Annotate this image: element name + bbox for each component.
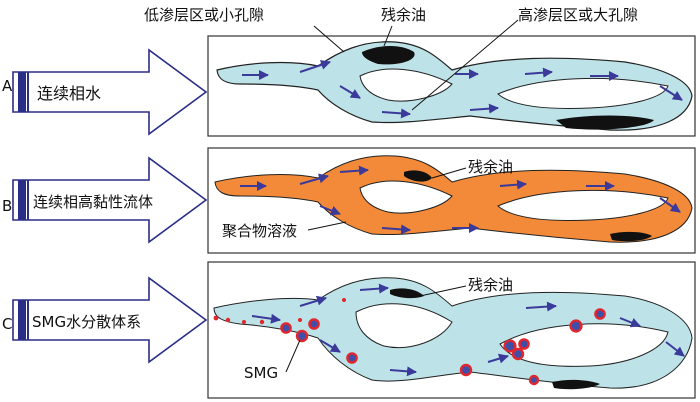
residual-oil-blob-b2 bbox=[610, 231, 652, 242]
residual-oil-blob-a bbox=[362, 46, 415, 65]
grain-a-2 bbox=[497, 77, 669, 109]
flow-arrows-a bbox=[242, 60, 683, 119]
leader-smg bbox=[285, 339, 301, 373]
arrow-bar-c bbox=[18, 300, 26, 340]
flow-arrows-c bbox=[251, 283, 685, 377]
label-residual-oil-c: 残余油 bbox=[468, 276, 513, 294]
row-letter-a: A bbox=[2, 77, 13, 95]
flow-arrows-b bbox=[240, 165, 681, 235]
label-low-perm: 低渗层区或小孔隙 bbox=[144, 6, 264, 24]
arrow-label-c: SMG水分散体系 bbox=[32, 313, 141, 331]
label-residual-oil-a: 残余油 bbox=[381, 6, 426, 24]
leader-high-perm bbox=[411, 19, 519, 111]
leader-residual-oil-b bbox=[431, 167, 467, 179]
grain-b-2 bbox=[497, 189, 669, 221]
leader-residual-oil-c bbox=[419, 285, 467, 297]
leader-polymer-solution bbox=[307, 221, 347, 231]
arrow-label-a: 连续相水 bbox=[37, 84, 101, 103]
arrow-bar-a bbox=[18, 72, 26, 112]
grain-c-2 bbox=[499, 323, 669, 367]
arrow-label-b: 连续相高黏性流体 bbox=[33, 193, 153, 211]
row-b: B 连续相高黏性流体 残余油 bbox=[2, 147, 696, 254]
residual-oil-blob-b bbox=[404, 170, 432, 182]
residual-oil-blob-c bbox=[390, 288, 424, 299]
residual-oil-blob-a2 bbox=[556, 115, 654, 130]
label-polymer-solution: 聚合物溶液 bbox=[222, 222, 297, 240]
residual-oil-blob-c2 bbox=[552, 379, 600, 390]
smg-particles bbox=[213, 298, 606, 386]
smg-cluster bbox=[280, 308, 606, 386]
row-letter-c: C bbox=[2, 315, 12, 333]
leader-low-perm bbox=[313, 25, 345, 53]
label-smg: SMG bbox=[244, 364, 278, 382]
arrow-bar-b bbox=[18, 180, 26, 220]
grain-b-1 bbox=[359, 180, 453, 214]
grain-c-1 bbox=[355, 303, 453, 349]
injection-arrow-c: SMG水分散体系 bbox=[12, 276, 208, 364]
label-residual-oil-b: 残余油 bbox=[468, 158, 513, 176]
injection-arrow-b: 连续相高黏性流体 bbox=[12, 156, 208, 244]
pore-network-a bbox=[216, 41, 693, 131]
row-a: A 连续相水 低渗层区或小孔 bbox=[2, 6, 696, 137]
row-letter-b: B bbox=[2, 197, 12, 215]
pore-network-c bbox=[213, 277, 693, 390]
injection-arrow-a: 连续相水 bbox=[12, 48, 208, 136]
leader-residual-oil-a bbox=[383, 25, 393, 47]
grain-a-1 bbox=[359, 68, 453, 102]
row-c: C SMG水分散体系 bbox=[2, 261, 696, 399]
label-high-perm: 高渗层区或大孔隙 bbox=[518, 6, 638, 24]
pore-network-b bbox=[214, 155, 693, 243]
smg-dots-inlet bbox=[213, 298, 346, 325]
